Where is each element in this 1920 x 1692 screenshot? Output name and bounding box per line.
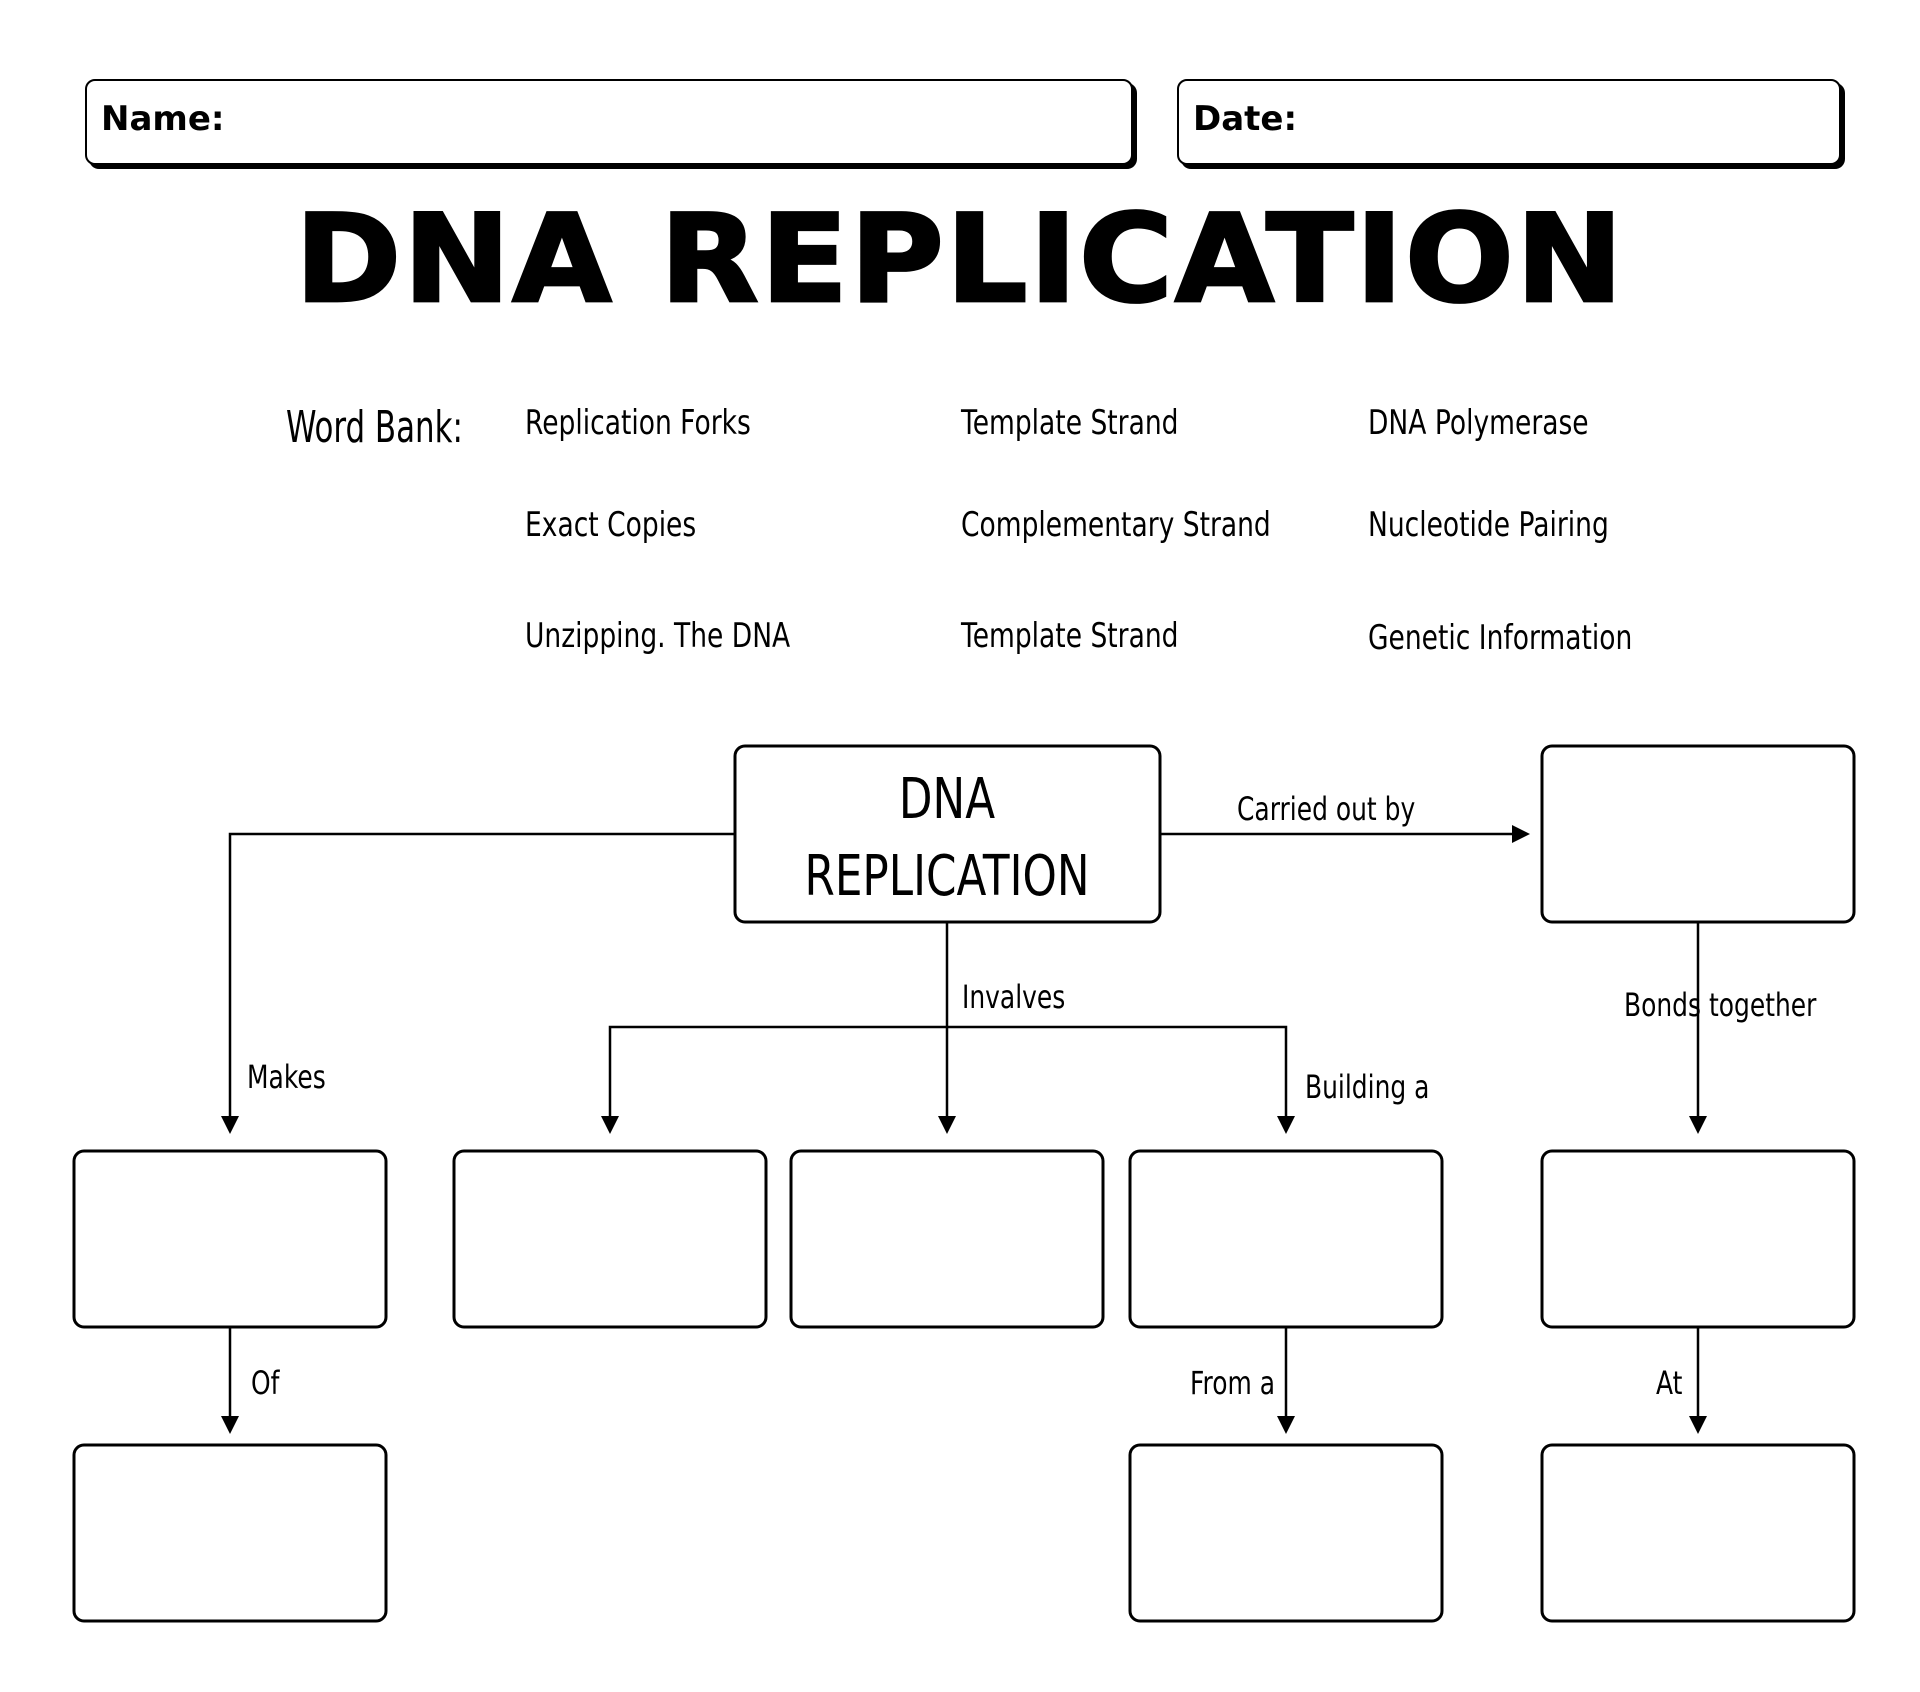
arrowhead	[1512, 825, 1530, 843]
name-field[interactable]: Name:	[85, 79, 1133, 165]
word-bank-item: Genetic Information	[1368, 618, 1633, 658]
word-bank-item: Template Strand	[961, 403, 1179, 443]
word-bank-heading: Word Bank:	[286, 402, 463, 453]
arrowhead	[601, 1116, 619, 1134]
label-bonds-together: Bonds together	[1624, 986, 1817, 1024]
date-field[interactable]: Date:	[1177, 79, 1841, 165]
arrowhead	[221, 1116, 239, 1134]
label-building-a: Building a	[1305, 1068, 1429, 1106]
connector-involves-branch	[608, 1025, 1288, 1120]
label-of: Of	[251, 1364, 280, 1402]
answer-box-from-a[interactable]	[1128, 1443, 1444, 1623]
word-bank-item: Unzipping. The DNA	[525, 616, 791, 656]
label-involves: Invalves	[962, 978, 1065, 1016]
page-title: DNA REPLICATION	[294, 188, 1625, 331]
answer-box-bonds-together[interactable]	[1540, 1149, 1856, 1329]
center-box	[733, 744, 1162, 924]
answer-box-of[interactable]	[72, 1443, 388, 1623]
arrowhead	[1689, 1416, 1707, 1434]
word-bank-item: Complementary Strand	[961, 505, 1271, 545]
word-bank-item: Template Strand	[961, 616, 1179, 656]
label-from-a: From a	[1190, 1364, 1275, 1402]
answer-box-involves-2[interactable]	[789, 1149, 1105, 1329]
label-at: At	[1656, 1364, 1682, 1402]
connector-makes	[228, 832, 735, 1120]
word-bank-item: Exact Copies	[525, 505, 697, 545]
answer-box-involves-1[interactable]	[452, 1149, 768, 1329]
answer-box-carried-out-by[interactable]	[1540, 744, 1856, 924]
arrowhead	[221, 1416, 239, 1434]
date-label: Date:	[1193, 99, 1298, 139]
answer-box-at[interactable]	[1540, 1443, 1856, 1623]
label-carried-out-by: Carried out by	[1237, 790, 1415, 828]
arrowhead	[1277, 1116, 1295, 1134]
center-title-line1: DNA	[899, 766, 995, 832]
answer-box-makes[interactable]	[72, 1149, 388, 1329]
name-label: Name:	[101, 99, 225, 139]
word-bank-item: DNA Polymerase	[1368, 403, 1589, 443]
center-title-line2: REPLICATION	[804, 843, 1089, 909]
word-bank-item: Nucleotide Pairing	[1368, 505, 1609, 545]
arrowhead	[1689, 1116, 1707, 1134]
word-bank-item: Replication Forks	[525, 403, 751, 443]
answer-box-building-a[interactable]	[1128, 1149, 1444, 1329]
arrowhead	[1277, 1416, 1295, 1434]
label-makes: Makes	[247, 1058, 326, 1096]
arrowhead	[938, 1116, 956, 1134]
